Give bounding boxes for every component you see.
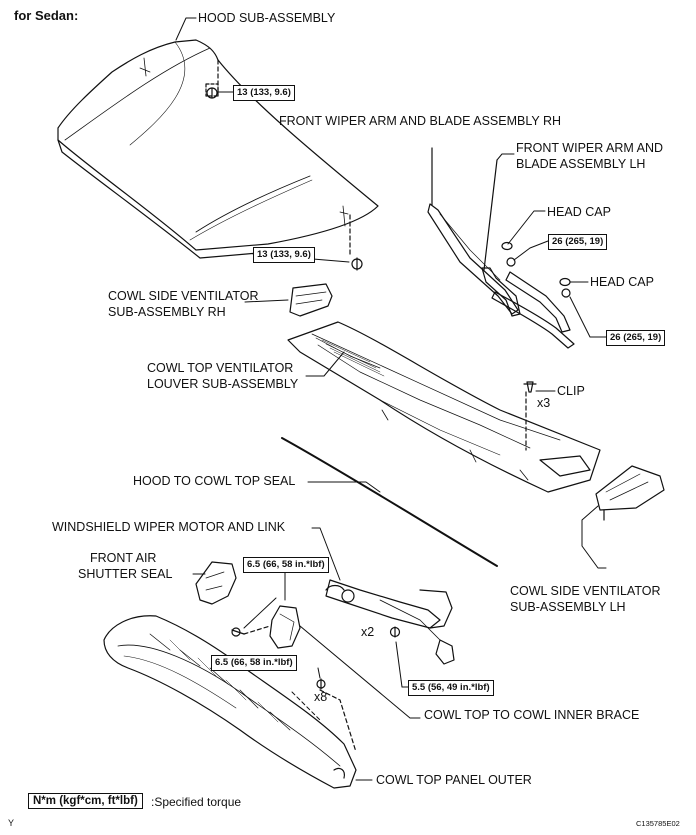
torque-brace: 6.5 (66, 58 in.*lbf) [243,557,329,573]
panel-bolt-drawing [316,678,326,690]
inner-brace-drawing [231,605,301,649]
corner-mark: Y [8,818,15,828]
clip-drawing [523,381,537,393]
label-inner-brace: COWL TOP TO COWL INNER BRACE [424,708,640,722]
motor-bolt-drawing [389,626,401,638]
clip-quantity: x3 [537,396,551,410]
label-cowl-side-lh-line1: COWL SIDE VENTILATOR [510,584,661,598]
head-cap-1 [501,241,513,251]
label-hood: HOOD SUB-ASSEMBLY [198,11,336,25]
motor-bolt-quantity: x2 [361,625,375,639]
label-cowl-top-vent-line2: LOUVER SUB-ASSEMBLY [147,377,299,391]
cowl-side-lh-drawing [595,465,665,521]
torque-motor: 5.5 (56, 49 in.*lbf) [408,680,494,696]
torque-wiper-lh: 26 (265, 19) [548,234,608,250]
wiper-nut-2 [561,288,571,298]
label-cowl-side-lh-line2: SUB-ASSEMBLY LH [510,600,626,614]
hood-seal-drawing [281,437,498,567]
front-air-shutter-seal-drawing [195,561,237,605]
label-panel-outer: COWL TOP PANEL OUTER [376,773,532,787]
cowl-side-rh-drawing [289,283,333,317]
label-wiper-lh-line2: BLADE ASSEMBLY LH [516,157,646,171]
torque-wiper-rh: 26 (265, 19) [606,330,666,346]
label-cowl-side-rh-line1: COWL SIDE VENTILATOR [108,289,259,303]
legend-unit-box: N*m (kgf*cm, ft*lbf) [28,793,143,809]
wiper-arm-rh-drawing [427,147,575,349]
variant-heading: for Sedan: [14,8,79,23]
label-head-cap-2: HEAD CAP [590,275,654,289]
cowl-top-ventilator-drawing [287,321,601,493]
label-front-air-line2: SHUTTER SEAL [78,567,173,581]
hood-bolt-upper [205,83,219,99]
wiper-motor-drawing [325,579,455,665]
label-clip: CLIP [557,384,585,398]
head-cap-2 [559,277,571,287]
legend-meaning: :Specified torque [151,795,242,809]
label-hood-seal: HOOD TO COWL TOP SEAL [133,474,296,488]
label-wiper-motor: WINDSHIELD WIPER MOTOR AND LINK [52,520,286,534]
hood-bolt-lower [351,257,363,271]
torque-hood-lower: 13 (133, 9.6) [253,247,315,263]
label-front-air-line1: FRONT AIR [90,551,157,565]
hood-drawing [57,39,379,259]
figure-id: C135785E02 [636,819,680,828]
torque-hood-upper: 13 (133, 9.6) [233,85,295,101]
panel-bolt-quantity: x8 [314,690,328,704]
cowl-panel-outer-drawing [103,615,357,789]
label-head-cap-1: HEAD CAP [547,205,611,219]
torque-panel: 6.5 (66, 58 in.*lbf) [211,655,297,671]
leader-lines [175,17,607,781]
label-wiper-rh: FRONT WIPER ARM AND BLADE ASSEMBLY RH [279,114,562,128]
wiper-arm-lh-drawing [481,159,571,333]
label-cowl-side-rh-line2: SUB-ASSEMBLY RH [108,305,226,319]
wiper-nut-1 [506,257,516,267]
label-cowl-top-vent-line1: COWL TOP VENTILATOR [147,361,294,375]
label-wiper-lh-line1: FRONT WIPER ARM AND [516,141,664,155]
